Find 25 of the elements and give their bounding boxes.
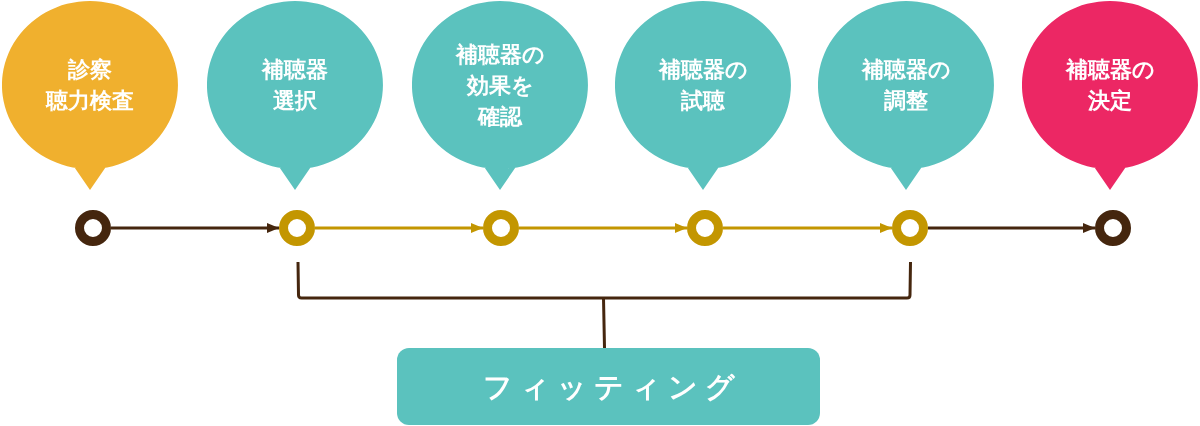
timeline-ring: [1095, 210, 1131, 246]
phase-box: [397, 348, 820, 425]
arrow: [723, 223, 892, 233]
arrow: [519, 223, 687, 233]
speech-bubble: [207, 0, 383, 190]
step-label: 補聴器の試聴: [658, 56, 748, 115]
phase-label: フィッティング: [481, 368, 742, 406]
speech-bubble: [1022, 0, 1198, 190]
step-label: 補聴器選択: [262, 56, 328, 115]
step-label: 診察聴力検査: [46, 56, 134, 115]
arrow: [928, 223, 1095, 233]
arrow: [315, 223, 483, 233]
timeline-ring: [75, 210, 111, 246]
timeline-ring: [279, 210, 315, 246]
speech-bubble: [2, 0, 178, 190]
timeline-ring: [687, 210, 723, 246]
speech-bubble: [412, 0, 588, 190]
step-label: 補聴器の調整: [861, 56, 951, 115]
timeline-ring: [483, 210, 519, 246]
arrow: [111, 223, 279, 233]
speech-bubble: [818, 0, 994, 190]
speech-bubble: [615, 0, 791, 190]
step-label: 補聴器の効果を確認: [455, 40, 545, 131]
step-label: 補聴器の決定: [1065, 56, 1155, 115]
timeline-ring: [892, 210, 928, 246]
